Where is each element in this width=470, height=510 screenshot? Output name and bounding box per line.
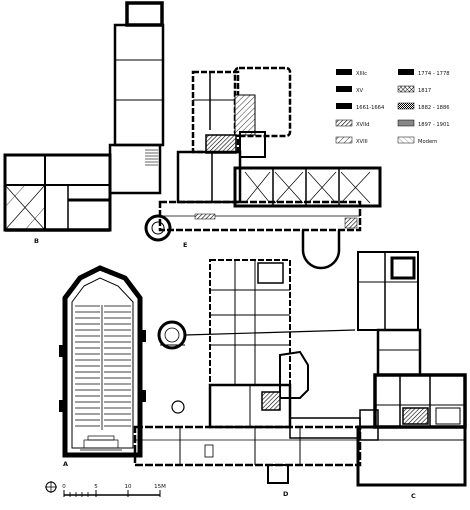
legend-item: XVIId xyxy=(335,119,369,128)
legend-item: XIIIc xyxy=(336,69,367,77)
legend-item: Modern xyxy=(397,136,437,145)
svg-text:1661-1664: 1661-1664 xyxy=(356,105,385,111)
building-e xyxy=(144,66,382,270)
svg-text:XIIIc: XIIIc xyxy=(356,71,367,77)
legend-item: 1882 - 1886 xyxy=(397,102,450,111)
label-b: B xyxy=(34,237,39,245)
scale-tick-label: 0 xyxy=(62,484,66,490)
north-arrow-icon xyxy=(45,481,57,493)
svg-text:1774 - 1778: 1774 - 1778 xyxy=(418,71,450,77)
label-e: E xyxy=(183,241,187,249)
svg-text:Modern: Modern xyxy=(418,139,437,145)
label-c: C xyxy=(411,492,416,500)
svg-text:1897 - 1901: 1897 - 1901 xyxy=(418,122,450,128)
spiral-stair xyxy=(157,320,187,350)
svg-text:1882 - 1886: 1882 - 1886 xyxy=(418,105,450,111)
building-c xyxy=(356,251,467,487)
scale-tick-label: 5 xyxy=(94,484,98,490)
legend-item: 1774 - 1778 xyxy=(398,69,450,77)
well xyxy=(171,400,185,414)
scale-tick-label: 10 xyxy=(125,484,132,490)
svg-text:1817: 1817 xyxy=(418,88,431,94)
legend-item: 1661-1664 xyxy=(336,103,385,111)
legend: XIIIc XV 1661-1664 XVIId XVIII 1774 - 17… xyxy=(335,69,450,145)
svg-text:XVIId: XVIId xyxy=(356,122,369,128)
label-d: D xyxy=(283,490,289,498)
label-a: A xyxy=(63,460,68,468)
scale-tick-label: 15M xyxy=(154,484,166,490)
svg-text:XVIII: XVIII xyxy=(356,139,368,145)
legend-item: 1897 - 1901 xyxy=(397,119,450,128)
legend-item: 1817 xyxy=(397,85,431,94)
connector-wall xyxy=(184,329,356,336)
legend-item: XVIII xyxy=(335,136,368,145)
building-b xyxy=(3,1,165,232)
svg-text:XV: XV xyxy=(356,88,364,94)
building-a xyxy=(59,265,146,458)
scale-bar: 0 5 10 15M xyxy=(62,484,166,497)
legend-item: XV xyxy=(336,86,364,94)
building-d xyxy=(133,259,362,484)
